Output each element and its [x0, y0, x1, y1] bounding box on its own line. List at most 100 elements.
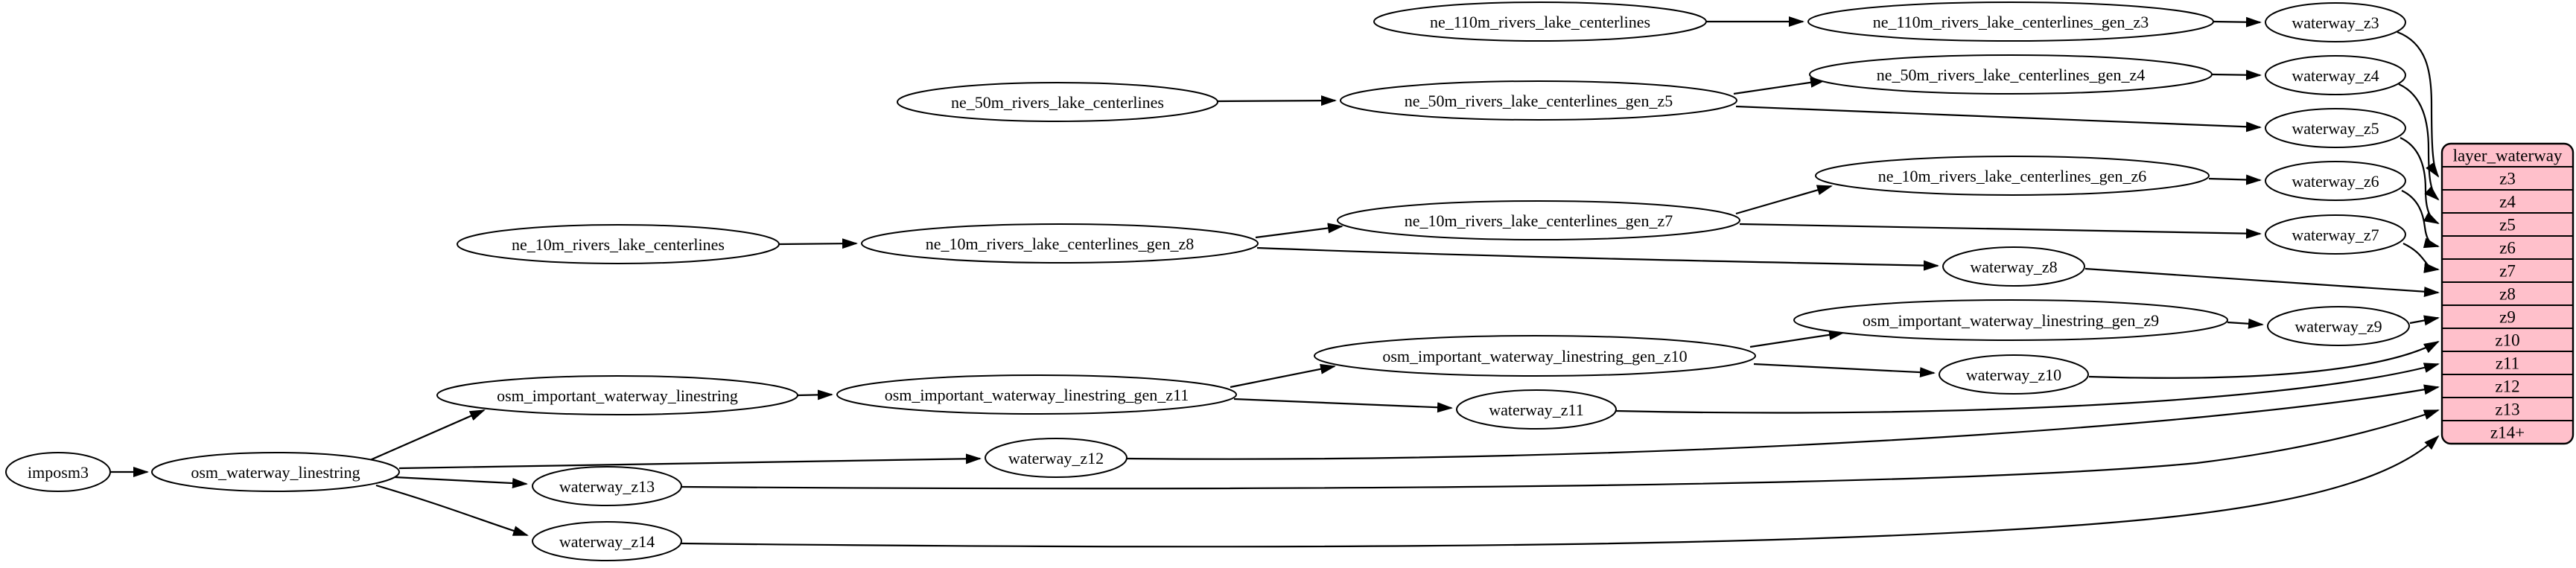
node-shape-waterway_z7 [2265, 214, 2406, 255]
record-row-z3: z3 [2499, 170, 2516, 188]
node-osm_important_waterway_linestring_gen_z10: osm_important_waterway_linestring_gen_z1… [1314, 335, 1756, 377]
node-shape-waterway_z8 [1942, 246, 2085, 287]
node-shape-waterway_z13 [532, 466, 682, 506]
node-shape-waterway_z9 [2267, 306, 2410, 346]
node-ne_50m_rivers_lake_centerlines: ne_50m_rivers_lake_centerlines [897, 82, 1218, 122]
record-row-z4: z4 [2499, 193, 2516, 211]
node-waterway_z12: waterway_z12 [985, 438, 1128, 478]
edge-ne_50m_rivers_lake_centerlines-to-ne_50m_rivers_lake_centerlines_gen_z5 [1217, 95, 1337, 106]
edge-ne_10m_rivers_lake_centerlines_gen_z8-to-ne_10m_rivers_lake_centerlines_gen_z7 [1255, 223, 1343, 239]
node-shape-osm_important_waterway_linestring_gen_z11 [836, 374, 1237, 415]
node-label-osm_important_waterway_linestring_gen_z10: osm_important_waterway_linestring_gen_z1… [1382, 347, 1687, 366]
node-shape-waterway_z6 [2265, 161, 2406, 201]
edge-waterway_z8-to-layer_waterway-z8 [2084, 267, 2440, 297]
node-waterway_z13: waterway_z13 [532, 466, 682, 506]
edge-ne_10m_rivers_lake_centerlines_gen_z8-to-waterway_z8 [1256, 246, 1939, 271]
edge-ne_50m_rivers_lake_centerlines_gen_z5-to-ne_50m_rivers_lake_centerlines_gen_z4 [1733, 77, 1826, 95]
node-waterway_z9: waterway_z9 [2267, 306, 2410, 346]
node-shape-waterway_z14 [532, 521, 682, 561]
record-row-z12: z12 [2495, 377, 2519, 396]
node-label-ne_10m_rivers_lake_centerlines_gen_z8: ne_10m_rivers_lake_centerlines_gen_z8 [926, 234, 1194, 253]
record-row-z7: z7 [2499, 262, 2516, 281]
edge-ne_10m_rivers_lake_centerlines_gen_z7-to-ne_10m_rivers_lake_centerlines_gen_z6 [1735, 185, 1833, 215]
edge-osm_waterway_linestring-to-waterway_z13 [394, 476, 528, 489]
node-label-ne_50m_rivers_lake_centerlines_gen_z4: ne_50m_rivers_lake_centerlines_gen_z4 [1877, 66, 2145, 84]
edge-waterway_z9-to-layer_waterway-z9 [2409, 315, 2440, 326]
edge-ne_10m_rivers_lake_centerlines_gen_z7-to-waterway_z7 [1739, 223, 2262, 239]
node-label-waterway_z10: waterway_z10 [1966, 366, 2061, 384]
edge-waterway_z12-to-layer_waterway-z12 [1126, 384, 2440, 460]
node-shape-imposm3 [5, 452, 111, 492]
node-waterway_z6: waterway_z6 [2265, 161, 2406, 201]
node-shape-ne_110m_rivers_lake_centerlines_gen_z3 [1807, 1, 2214, 42]
node-label-waterway_z11: waterway_z11 [1489, 401, 1583, 419]
node-label-waterway_z13: waterway_z13 [559, 477, 655, 496]
node-label-ne_50m_rivers_lake_centerlines_gen_z5: ne_50m_rivers_lake_centerlines_gen_z5 [1405, 92, 1673, 110]
edge-osm_waterway_linestring-to-waterway_z14 [375, 484, 529, 537]
node-waterway_z10: waterway_z10 [1939, 354, 2089, 395]
edge-osm_important_waterway_linestring_gen_z10-to-waterway_z10 [1753, 363, 1936, 378]
node-shape-ne_50m_rivers_lake_centerlines_gen_z5 [1340, 80, 1737, 121]
node-ne_10m_rivers_lake_centerlines: ne_10m_rivers_lake_centerlines [457, 224, 780, 264]
node-waterway_z8: waterway_z8 [1942, 246, 2085, 287]
node-imposm3: imposm3 [5, 452, 111, 492]
edge-ne_10m_rivers_lake_centerlines-to-ne_10m_rivers_lake_centerlines_gen_z8 [778, 238, 858, 249]
node-osm_important_waterway_linestring: osm_important_waterway_linestring [436, 375, 798, 415]
node-ne_110m_rivers_lake_centerlines: ne_110m_rivers_lake_centerlines [1373, 1, 1707, 42]
node-label-osm_important_waterway_linestring_gen_z11: osm_important_waterway_linestring_gen_z1… [885, 386, 1189, 404]
node-label-waterway_z7: waterway_z7 [2292, 226, 2379, 244]
node-label-imposm3: imposm3 [28, 463, 89, 482]
node-label-osm_important_waterway_linestring_gen_z9: osm_important_waterway_linestring_gen_z9 [1863, 311, 2159, 330]
node-shape-osm_important_waterway_linestring_gen_z10 [1314, 335, 1756, 377]
node-shape-osm_important_waterway_linestring [436, 375, 798, 415]
record-row-z6: z6 [2499, 239, 2516, 258]
record-outline [2440, 142, 2575, 445]
record-title: layer_waterway [2453, 147, 2563, 165]
node-shape-ne_50m_rivers_lake_centerlines_gen_z4 [1809, 54, 2213, 95]
node-label-waterway_z12: waterway_z12 [1008, 449, 1104, 468]
node-osm_important_waterway_linestring_gen_z9: osm_important_waterway_linestring_gen_z9 [1793, 299, 2228, 341]
node-shape-waterway_z10 [1939, 354, 2089, 395]
edge-osm_important_waterway_linestring_gen_z10-to-osm_important_waterway_linestring_gen_z9 [1749, 329, 1845, 348]
node-ne_50m_rivers_lake_centerlines_gen_z4: ne_50m_rivers_lake_centerlines_gen_z4 [1809, 54, 2213, 95]
edge-osm_waterway_linestring-to-waterway_z12 [398, 453, 982, 470]
edge-osm_important_waterway_linestring_gen_z11-to-osm_important_waterway_linestring_gen_z10 [1230, 363, 1336, 389]
node-label-osm_waterway_linestring: osm_waterway_linestring [191, 463, 360, 482]
node-ne_50m_rivers_lake_centerlines_gen_z5: ne_50m_rivers_lake_centerlines_gen_z5 [1340, 80, 1737, 121]
node-label-ne_110m_rivers_lake_centerlines: ne_110m_rivers_lake_centerlines [1430, 13, 1650, 31]
node-label-osm_important_waterway_linestring: osm_important_waterway_linestring [497, 386, 738, 405]
edge-ne_50m_rivers_lake_centerlines_gen_z5-to-waterway_z5 [1735, 105, 2262, 133]
node-waterway_z3: waterway_z3 [2265, 2, 2406, 42]
node-label-ne_50m_rivers_lake_centerlines: ne_50m_rivers_lake_centerlines [951, 93, 1164, 112]
edge-waterway_z10-to-layer_waterway-z10 [2088, 341, 2440, 379]
edge-waterway_z6-to-layer_waterway-z6 [2401, 190, 2440, 249]
edge-osm_important_waterway_linestring_gen_z9-to-waterway_z9 [2227, 318, 2264, 329]
node-ne_110m_rivers_lake_centerlines_gen_z3: ne_110m_rivers_lake_centerlines_gen_z3 [1807, 1, 2214, 42]
node-shape-waterway_z11 [1456, 389, 1617, 430]
record-row-z5: z5 [2499, 216, 2516, 234]
record-row-z8: z8 [2499, 285, 2516, 304]
node-label-waterway_z14: waterway_z14 [559, 532, 655, 551]
node-osm_important_waterway_linestring_gen_z11: osm_important_waterway_linestring_gen_z1… [836, 374, 1237, 415]
record-row-z13: z13 [2495, 401, 2519, 419]
edge-waterway_z7-to-layer_waterway-z7 [2402, 243, 2440, 273]
node-shape-waterway_z5 [2265, 108, 2406, 148]
node-label-waterway_z5: waterway_z5 [2292, 119, 2379, 138]
edge-waterway_z13-to-layer_waterway-z13 [681, 409, 2440, 490]
node-shape-ne_10m_rivers_lake_centerlines [457, 224, 780, 264]
edge-osm_waterway_linestring-to-osm_important_waterway_linestring [369, 409, 486, 462]
edge-osm_important_waterway_linestring_gen_z11-to-waterway_z11 [1233, 398, 1453, 413]
node-ne_10m_rivers_lake_centerlines_gen_z7: ne_10m_rivers_lake_centerlines_gen_z7 [1337, 200, 1740, 240]
edge-waterway_z4-to-layer_waterway-z4 [2398, 83, 2440, 201]
node-layer_waterway: layer_waterwayz3z4z5z6z7z8z9z10z11z12z13… [2440, 142, 2575, 445]
node-shape-waterway_z3 [2265, 2, 2406, 42]
record-row-z11: z11 [2496, 354, 2519, 373]
node-label-waterway_z9: waterway_z9 [2294, 317, 2382, 336]
node-osm_waterway_linestring: osm_waterway_linestring [151, 452, 400, 492]
node-label-waterway_z4: waterway_z4 [2292, 66, 2379, 85]
node-ne_10m_rivers_lake_centerlines_gen_z6: ne_10m_rivers_lake_centerlines_gen_z6 [1815, 156, 2210, 196]
node-shape-ne_50m_rivers_lake_centerlines [897, 82, 1218, 122]
node-label-ne_10m_rivers_lake_centerlines_gen_z7: ne_10m_rivers_lake_centerlines_gen_z7 [1405, 211, 1673, 230]
edge-ne_50m_rivers_lake_centerlines_gen_z4-to-waterway_z4 [2211, 69, 2262, 80]
